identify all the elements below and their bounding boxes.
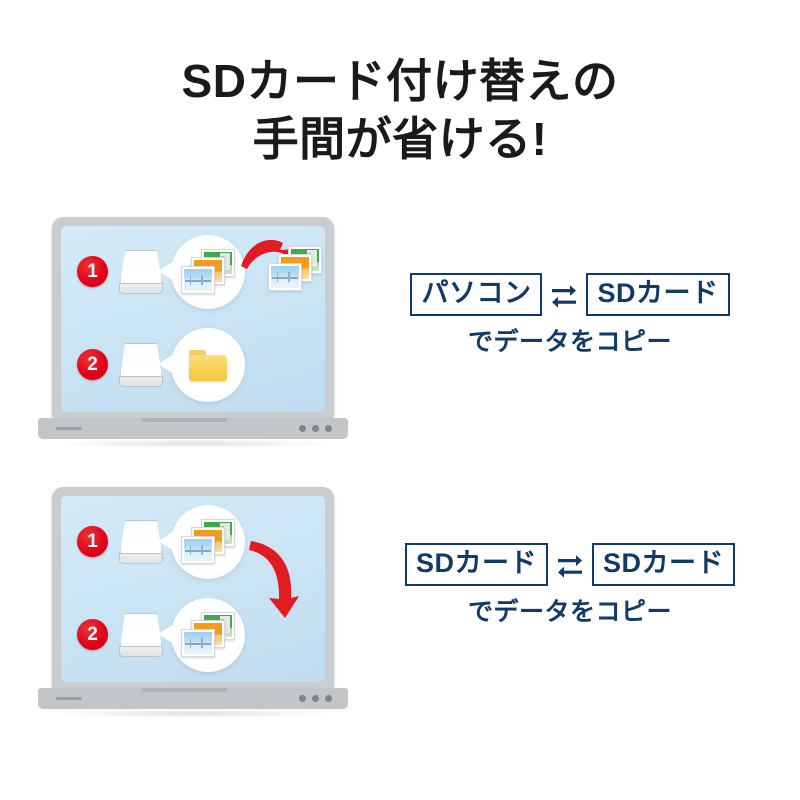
caption-boxes-row: SDカード SDカード [380,543,760,587]
callout-bubble-1 [158,505,245,579]
panel-sd-to-sd: 1 [0,465,800,735]
caption-left-box: SDカード [404,543,548,587]
laptop-screen: 1 [61,226,325,412]
sd-card-foot [119,553,163,564]
bidirectional-arrows-icon [558,554,582,578]
caption-boxes-row: パソコン SDカード [380,273,760,317]
transfer-row-1: 1 [61,496,325,589]
photo-stack-icon-target [268,246,322,292]
caption-right-box: SDカード [586,273,730,317]
laptop-base-dash [56,697,82,700]
page-title: SDカード付け替えの 手間が省ける! [0,52,800,169]
laptop-illustration-1: 1 [38,205,368,450]
sd-card-body [120,613,162,648]
folder-body [189,355,227,381]
caption-block-2: SDカード SDカード でデータをコピー [380,543,760,627]
callout-bubble-1 [158,235,245,309]
step-badge-2: 2 [77,619,108,650]
photo-blue [181,266,215,294]
folder-tab [189,350,206,356]
sd-card-foot [119,283,163,294]
step-badge-1: 1 [77,526,108,557]
laptop-base-notch [142,688,227,692]
sd-card-body [120,250,162,285]
callout-bubble-2 [158,328,245,402]
sd-card-icon [119,520,163,564]
photo-blue [268,263,302,291]
photo-blue [181,536,215,564]
caption-right-box: SDカード [592,543,736,587]
sd-card-foot [119,646,163,657]
laptop-base-dots [299,695,332,702]
sd-card-body [120,343,162,378]
sd-card-icon [119,343,163,387]
bidirectional-arrows-icon [552,284,577,308]
step-badge-2: 2 [77,349,108,380]
laptop-base-notch [142,418,227,422]
photo-stack-icon [181,249,235,295]
laptop-base [38,418,348,439]
laptop-base-dots [299,425,332,432]
laptop-lid: 1 [52,487,334,689]
laptop-illustration-2: 1 [38,475,368,720]
laptop-shadow [56,439,331,448]
laptop-lid: 1 [52,217,334,419]
folder-icon [189,350,227,381]
caption-subtitle: でデータをコピー [467,328,672,357]
laptop-base [38,688,348,709]
caption-subtitle: でデータをコピー [467,598,672,627]
curved-arrow-down-icon [249,541,299,618]
caption-block-1: パソコン SDカード でデータをコピー [380,273,760,357]
sd-card-icon [119,613,163,657]
step-badge-1: 1 [77,256,108,287]
page-title-line-1: SDカード付け替えの [181,55,619,107]
caption-left-box: パソコン [410,273,543,317]
laptop-base-dash [56,427,82,430]
laptop-screen: 1 [61,496,325,682]
sd-card-icon [119,250,163,294]
page-title-line-2: 手間が省ける! [252,113,548,166]
transfer-row-2: 2 [61,319,325,412]
curved-arrow-right-icon [241,239,297,269]
transfer-row-2: 2 [61,589,325,682]
photo-stack-icon [181,612,235,658]
panel-pc-to-sd: 1 [0,195,800,465]
photo-blue [181,629,215,657]
sd-card-foot [119,376,163,387]
laptop-shadow [56,709,331,718]
transfer-row-1: 1 [61,226,325,319]
callout-bubble-2 [158,598,245,672]
photo-stack-icon [181,519,235,565]
sd-card-body [120,520,162,555]
